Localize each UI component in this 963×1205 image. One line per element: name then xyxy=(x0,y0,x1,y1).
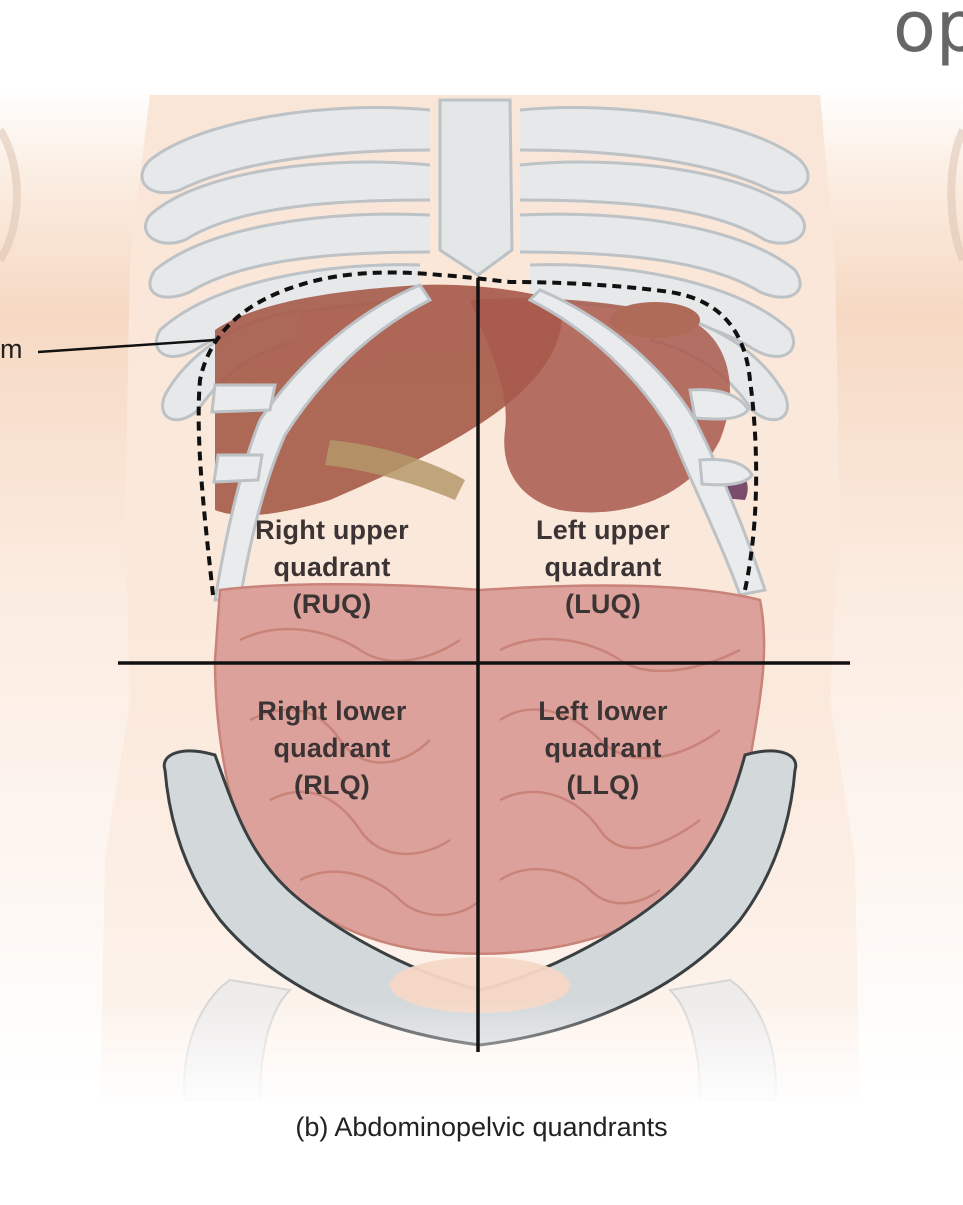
figure-caption: (b) Abdominopelvic quandrants xyxy=(295,1112,668,1142)
label-right-upper-quadrant: Right upper quadrant (RUQ) xyxy=(222,512,442,623)
costal-margin xyxy=(210,283,767,602)
diaphragm-leader-line xyxy=(37,338,216,354)
ruq-line2: quadrant xyxy=(273,552,391,582)
liver xyxy=(215,284,562,516)
rlq-abbr: (RLQ) xyxy=(294,770,370,800)
llq-line1: Left lower xyxy=(538,696,668,726)
label-right-lower-quadrant: Right lower quadrant (RLQ) xyxy=(222,693,442,804)
gallbladder-band xyxy=(325,440,465,500)
rlq-line2: quadrant xyxy=(273,733,391,763)
ruq-line1: Right upper xyxy=(255,515,409,545)
luq-abbr: (LUQ) xyxy=(565,589,641,619)
label-left-lower-quadrant: Left lower quadrant (LLQ) xyxy=(493,693,713,804)
bottom-fade xyxy=(0,1000,963,1110)
spleen xyxy=(610,302,700,338)
rlq-line1: Right lower xyxy=(257,696,407,726)
cropped-heading-fragment: op xyxy=(893,0,963,68)
label-left-upper-quadrant: Left upper quadrant (LUQ) xyxy=(493,512,713,623)
llq-line2: quadrant xyxy=(544,733,662,763)
luq-line1: Left upper xyxy=(536,515,670,545)
sternum xyxy=(438,98,514,277)
arm-edge-right xyxy=(947,128,963,262)
arm-edge-left xyxy=(0,127,21,263)
ruq-abbr: (RUQ) xyxy=(292,589,372,619)
cropped-diaphragm-label-fragment: m xyxy=(0,334,23,364)
stomach xyxy=(470,298,730,513)
llq-abbr: (LLQ) xyxy=(566,770,640,800)
luq-line2: quadrant xyxy=(544,552,662,582)
bladder xyxy=(390,957,570,1013)
